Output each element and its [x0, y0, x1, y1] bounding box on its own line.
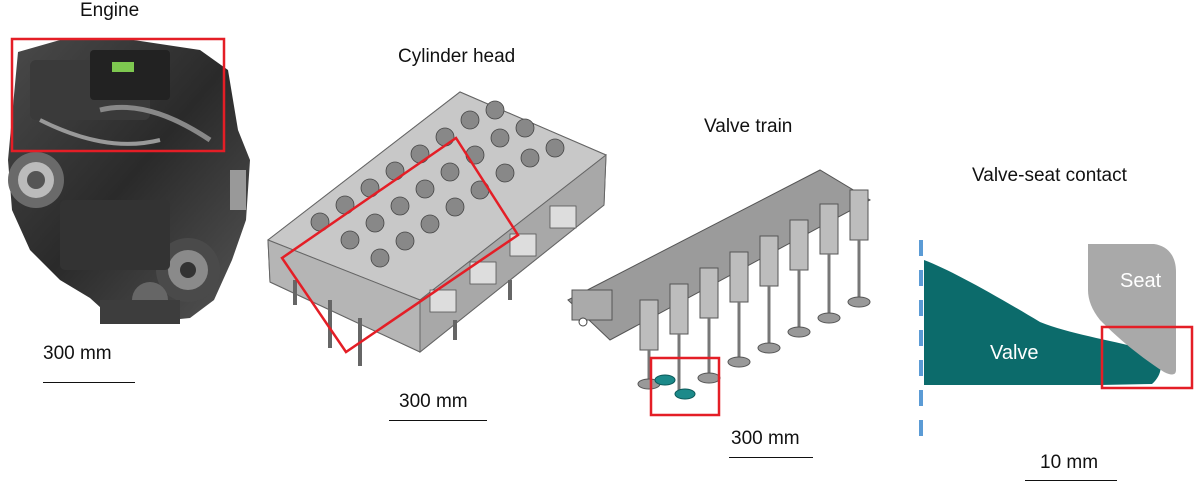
valve-train-scale-bar — [729, 457, 813, 458]
valve-train-highlight-box — [649, 356, 721, 417]
valve-label: Valve — [990, 342, 1039, 364]
cylinder-head-title: Cylinder head — [398, 46, 516, 67]
valve-seat-scale-label: 10 mm — [1040, 452, 1099, 473]
cylinder-head-scale-label: 300 mm — [399, 391, 468, 412]
engine-scale-bar — [43, 382, 135, 383]
valve-train-illustration — [567, 169, 872, 400]
valve-train-title: Valve train — [704, 116, 793, 137]
cylinder-head-illustration — [266, 91, 607, 366]
valve-seat-highlight-box — [1100, 325, 1194, 390]
valve-seat-scale-bar — [1025, 480, 1117, 481]
engine-scale-label: 300 mm — [43, 343, 112, 364]
cylinder-head-scale-bar — [389, 420, 487, 421]
seat-label: Seat — [1120, 270, 1162, 292]
seat-shape — [1088, 244, 1176, 375]
valve-train-scale-label: 300 mm — [731, 428, 800, 449]
cylinder-head-highlight-box — [280, 136, 520, 354]
engine-highlight-box — [10, 37, 226, 153]
valve-seat-contact-title: Valve-seat contact — [972, 165, 1127, 186]
engine-illustration — [8, 38, 250, 324]
engine-title: Engine — [80, 0, 140, 21]
